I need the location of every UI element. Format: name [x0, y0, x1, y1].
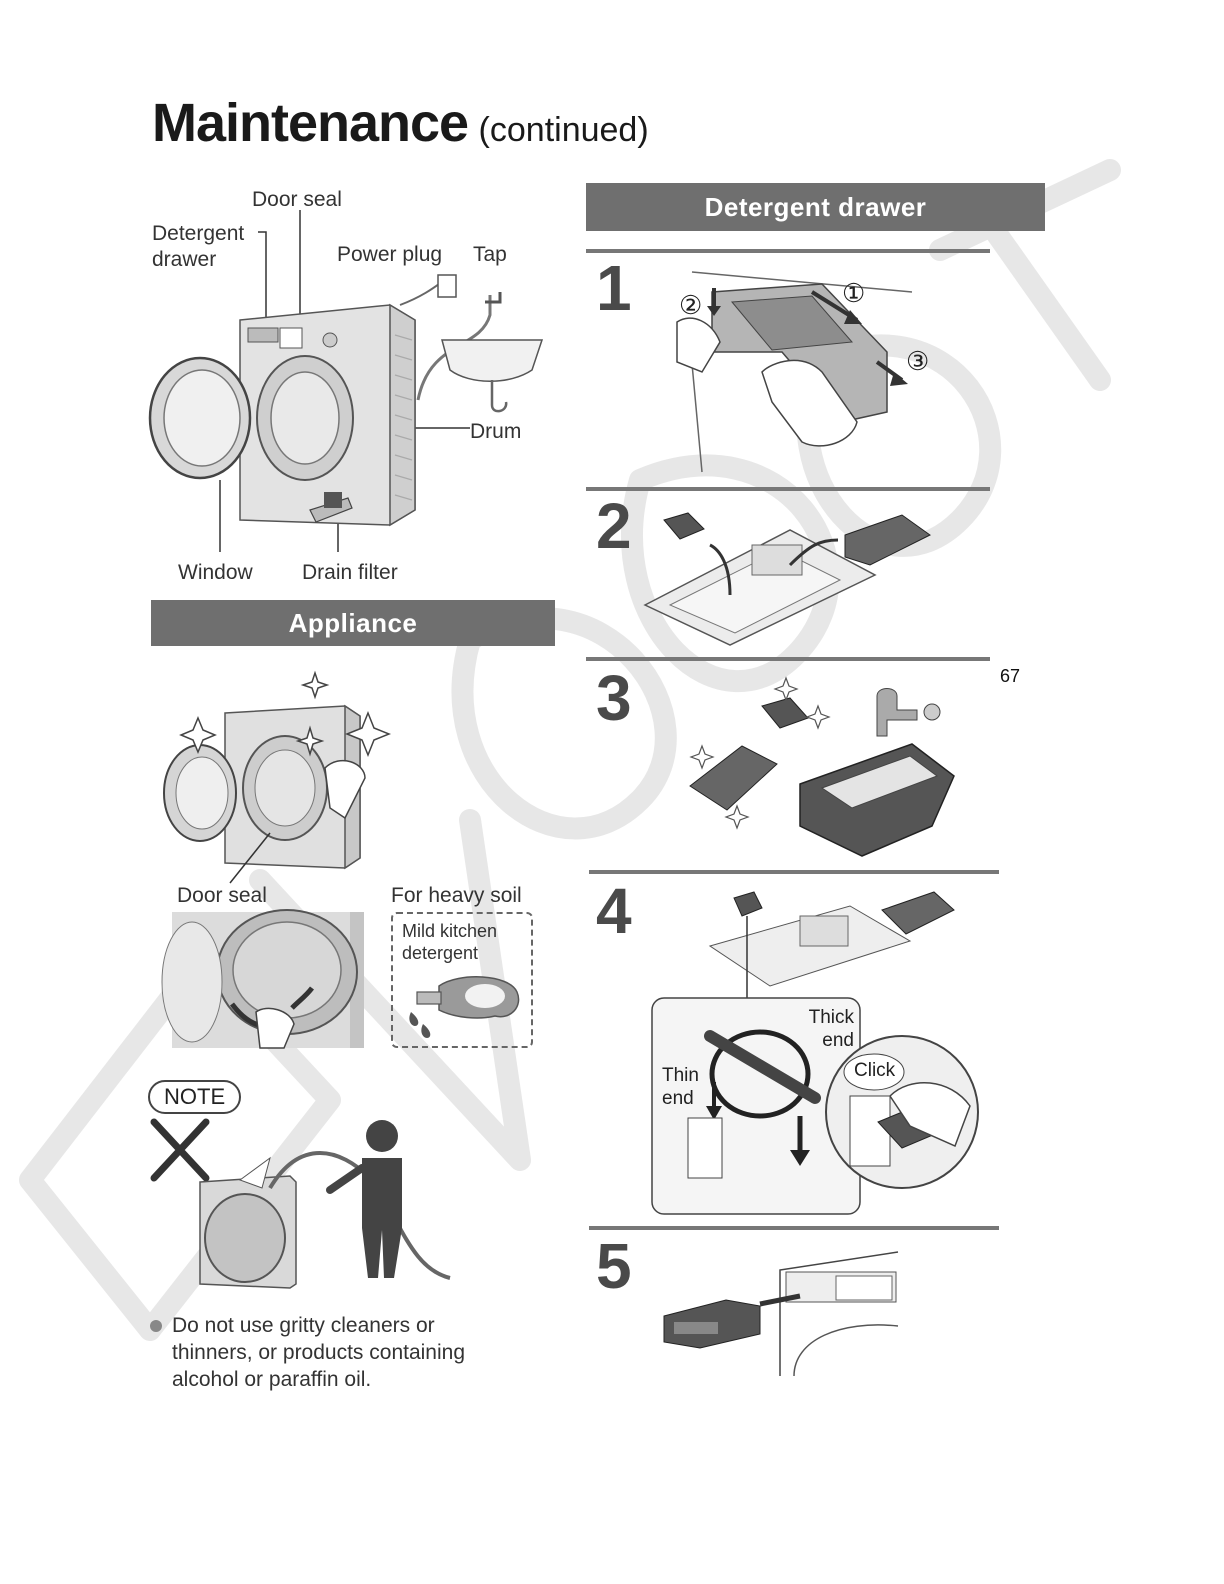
- step-5-rule: [589, 1226, 999, 1230]
- label-power-plug: Power plug: [337, 243, 443, 266]
- appliance-door-seal-label: Door seal: [177, 884, 267, 907]
- step-1-number: 1: [596, 252, 632, 324]
- detergent-bottle-icon: [409, 976, 520, 1038]
- note-line-2: thinners, or products containing: [172, 1341, 466, 1364]
- thick-end-label: Thick end: [808, 1006, 854, 1052]
- label-door-seal: Door seal: [252, 188, 342, 211]
- label-detergent-drawer-1: Detergent: [152, 222, 245, 245]
- thick-end-line-1: Thick: [808, 1007, 854, 1028]
- bullet-dot-icon: [150, 1320, 162, 1332]
- washer-diagram-illustration: [148, 210, 544, 552]
- step-1-mark-1: ①: [842, 278, 866, 308]
- step-3-illustration: [689, 676, 955, 857]
- label-window: Window: [178, 561, 253, 584]
- note-label: NOTE: [148, 1080, 242, 1114]
- thick-end-line-2: end: [822, 1030, 854, 1051]
- detergent-label-2: detergent: [402, 943, 479, 963]
- label-tap: Tap: [473, 243, 507, 266]
- label-drum: Drum: [470, 420, 522, 443]
- door-seal-closeup-illustration: [161, 909, 364, 1049]
- note-text: Do not use gritty cleaners or thinners, …: [172, 1312, 465, 1393]
- detergent-box: Mild kitchen detergent: [391, 912, 533, 1048]
- prohibited-cross-icon: [150, 1118, 210, 1182]
- click-label: Click: [854, 1060, 896, 1081]
- step-4-rule: [589, 870, 999, 874]
- step-4-illustration: [651, 891, 979, 1215]
- step-2-illustration: [643, 512, 931, 646]
- step-2-number: 2: [596, 490, 632, 562]
- appliance-wipe-illustration: [163, 670, 392, 884]
- detergent-drawer-banner: Detergent drawer: [586, 183, 1045, 231]
- thin-end-line-1: Thin: [662, 1065, 699, 1086]
- step-1-rule: [586, 249, 990, 253]
- thin-end-line-2: end: [662, 1088, 694, 1109]
- title-main: Maintenance: [152, 93, 469, 153]
- page-title: Maintenance (continued): [152, 92, 649, 154]
- detergent-label-1: Mild kitchen: [402, 921, 498, 941]
- step-4-number: 4: [596, 875, 632, 947]
- label-drain-filter: Drain filter: [302, 561, 398, 584]
- step-5-illustration: [663, 1251, 899, 1377]
- thin-end-label: Thin end: [662, 1064, 706, 1110]
- title-subtitle: (continued): [478, 111, 649, 149]
- no-water-spray-illustration: [150, 1118, 451, 1289]
- step-3-rule: [586, 657, 990, 661]
- page-number-fragment: 67: [1000, 666, 1021, 686]
- step-1-mark-2: ②: [679, 290, 703, 320]
- note-line-3: alcohol or paraffin oil.: [172, 1368, 372, 1391]
- note-line-1: Do not use gritty cleaners or: [172, 1314, 435, 1337]
- step-2-rule: [586, 487, 990, 491]
- step-5-number: 5: [596, 1230, 632, 1302]
- step-1-illustration: [676, 271, 913, 473]
- appliance-banner: Appliance: [151, 600, 555, 646]
- step-3-number: 3: [596, 662, 632, 734]
- label-detergent-drawer-2: drawer: [152, 248, 217, 271]
- heavy-soil-label: For heavy soil: [391, 884, 522, 907]
- step-1-mark-3: ③: [906, 346, 930, 376]
